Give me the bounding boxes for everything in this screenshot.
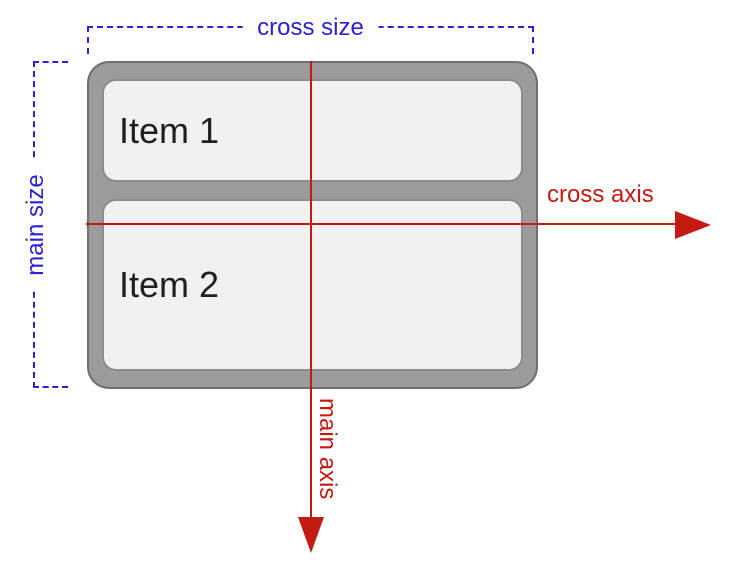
main-size-bracket: main size bbox=[19, 61, 68, 388]
cross-axis-arrowhead-icon bbox=[675, 211, 711, 239]
flex-item-1-label: Item 1 bbox=[119, 109, 220, 151]
flex-item-1: Item 1 bbox=[102, 79, 523, 182]
main-axis-label: main axis bbox=[314, 398, 341, 500]
cross-axis-line bbox=[86, 223, 676, 225]
main-size-label: main size bbox=[19, 159, 53, 290]
flex-item-2: Item 2 bbox=[102, 199, 523, 371]
main-axis-line bbox=[310, 61, 312, 518]
cross-size-label: cross size bbox=[242, 12, 379, 44]
flex-item-2-label: Item 2 bbox=[119, 264, 220, 305]
cross-size-bracket: cross size bbox=[87, 12, 534, 54]
flex-container: Item 1 Item 2 bbox=[87, 61, 538, 389]
cross-axis-label: cross axis bbox=[547, 181, 654, 208]
main-axis-arrowhead-icon bbox=[298, 517, 324, 553]
